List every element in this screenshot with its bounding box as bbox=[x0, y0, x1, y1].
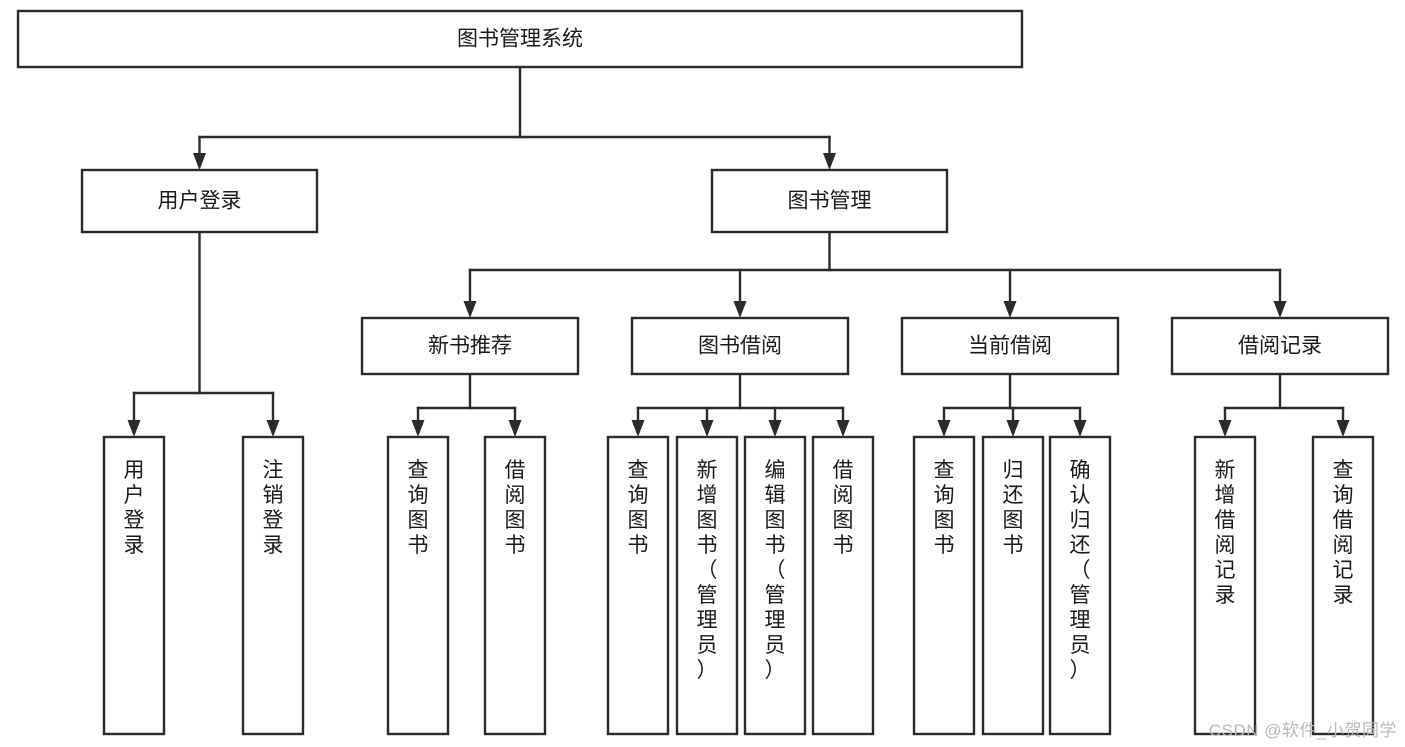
arrow-head-icon bbox=[463, 301, 477, 318]
arrow-head-icon bbox=[937, 420, 951, 437]
node-box[interactable] bbox=[981, 435, 1045, 736]
node-label: 新书推荐 bbox=[428, 335, 512, 358]
arrow-head-icon bbox=[508, 420, 522, 437]
node-box[interactable] bbox=[630, 316, 850, 376]
arrow-head-icon bbox=[768, 420, 782, 437]
node-label: 查询借阅记录 bbox=[1333, 459, 1354, 607]
node-box[interactable] bbox=[483, 435, 547, 736]
node-box[interactable] bbox=[710, 168, 949, 234]
node-label: 借阅图书 bbox=[505, 459, 526, 557]
node-book-manage[interactable]: 图书管理 bbox=[710, 168, 949, 234]
arrow-head-icon bbox=[700, 420, 714, 437]
node-box[interactable] bbox=[1048, 435, 1112, 736]
node-label: 用户登录 bbox=[124, 459, 145, 557]
node-label: 用户登录 bbox=[158, 190, 242, 213]
node-label: 新增图书（管理员） bbox=[697, 459, 718, 682]
node-box[interactable] bbox=[900, 316, 1120, 376]
node-leaf-user-login[interactable]: 用户登录 bbox=[102, 435, 166, 736]
arrow-head-icon bbox=[631, 420, 645, 437]
connector-group bbox=[411, 372, 522, 437]
node-leaf-query-record[interactable]: 查询借阅记录 bbox=[1311, 435, 1375, 736]
connector-group bbox=[463, 230, 1287, 318]
node-label: 归还图书 bbox=[1003, 459, 1024, 557]
arrow-head-icon bbox=[266, 420, 280, 437]
node-label: 编辑图书（管理员） bbox=[765, 459, 786, 682]
node-leaf-add-book[interactable]: 新增图书（管理员） bbox=[675, 435, 739, 736]
node-label: 查询图书 bbox=[934, 459, 955, 557]
node-leaf-query-book-1[interactable]: 查询图书 bbox=[386, 435, 450, 736]
arrow-head-icon bbox=[1218, 420, 1232, 437]
node-leaf-logout[interactable]: 注销登录 bbox=[241, 435, 305, 736]
arrow-head-icon bbox=[1006, 420, 1020, 437]
connector-group bbox=[937, 372, 1087, 437]
node-book-borrow[interactable]: 图书借阅 bbox=[630, 316, 850, 376]
node-label: 当前借阅 bbox=[968, 335, 1052, 358]
arrow-head-icon bbox=[127, 420, 141, 437]
node-label: 新增借阅记录 bbox=[1215, 459, 1236, 607]
connector-group bbox=[631, 372, 850, 437]
node-box[interactable] bbox=[102, 435, 166, 736]
node-leaf-borrow-book-2[interactable]: 借阅图书 bbox=[811, 435, 875, 736]
node-box[interactable] bbox=[743, 435, 807, 736]
arrow-head-icon bbox=[1273, 301, 1287, 318]
node-leaf-borrow-book-1[interactable]: 借阅图书 bbox=[483, 435, 547, 736]
watermark-label: CSDN @软件_小贺同学 bbox=[1208, 721, 1397, 740]
node-label: 查询图书 bbox=[408, 459, 429, 557]
node-root[interactable]: 图书管理系统 bbox=[16, 9, 1024, 69]
node-label: 图书管理 bbox=[788, 190, 872, 213]
arrow-head-icon bbox=[193, 153, 206, 170]
node-leaf-confirm-return[interactable]: 确认归还（管理员） bbox=[1048, 435, 1112, 736]
node-box[interactable] bbox=[360, 316, 580, 376]
node-box[interactable] bbox=[606, 435, 670, 736]
node-box[interactable] bbox=[241, 435, 305, 736]
node-box[interactable] bbox=[386, 435, 450, 736]
node-box[interactable] bbox=[80, 168, 319, 234]
node-borrow-record[interactable]: 借阅记录 bbox=[1170, 316, 1390, 376]
node-box[interactable] bbox=[1170, 316, 1390, 376]
arrow-head-icon bbox=[733, 301, 747, 318]
connector-group bbox=[127, 230, 280, 437]
node-label: 图书借阅 bbox=[698, 335, 782, 358]
node-label: 确认归还（管理员） bbox=[1070, 459, 1091, 682]
node-leaf-edit-book[interactable]: 编辑图书（管理员） bbox=[743, 435, 807, 736]
node-current-borrow[interactable]: 当前借阅 bbox=[900, 316, 1120, 376]
node-leaf-return-book[interactable]: 归还图书 bbox=[981, 435, 1045, 736]
arrow-head-icon bbox=[1003, 301, 1017, 318]
node-user-login[interactable]: 用户登录 bbox=[80, 168, 319, 234]
arrow-head-icon bbox=[1073, 420, 1087, 437]
arrow-head-icon bbox=[823, 153, 836, 170]
arrow-head-icon bbox=[1336, 420, 1350, 437]
node-box[interactable] bbox=[1193, 435, 1257, 736]
node-label: 借阅记录 bbox=[1238, 335, 1322, 358]
arrow-head-icon bbox=[836, 420, 850, 437]
node-box[interactable] bbox=[1311, 435, 1375, 736]
node-box[interactable] bbox=[16, 9, 1024, 69]
arrow-head-icon bbox=[411, 420, 425, 437]
node-label: 图书管理系统 bbox=[457, 28, 583, 51]
connector-group bbox=[193, 65, 836, 170]
connector-layer bbox=[127, 65, 1350, 437]
node-layer: 图书管理系统用户登录图书管理新书推荐图书借阅当前借阅借阅记录用户登录注销登录查询… bbox=[16, 9, 1390, 736]
node-box[interactable] bbox=[811, 435, 875, 736]
node-leaf-add-record[interactable]: 新增借阅记录 bbox=[1193, 435, 1257, 736]
node-new-book-recommend[interactable]: 新书推荐 bbox=[360, 316, 580, 376]
node-box[interactable] bbox=[675, 435, 739, 736]
node-label: 注销登录 bbox=[263, 459, 284, 557]
node-leaf-query-book-3[interactable]: 查询图书 bbox=[912, 435, 976, 736]
node-box[interactable] bbox=[912, 435, 976, 736]
node-label: 查询图书 bbox=[628, 459, 649, 557]
node-label: 借阅图书 bbox=[833, 459, 854, 557]
node-leaf-query-book-2[interactable]: 查询图书 bbox=[606, 435, 670, 736]
connector-group bbox=[1218, 372, 1350, 437]
